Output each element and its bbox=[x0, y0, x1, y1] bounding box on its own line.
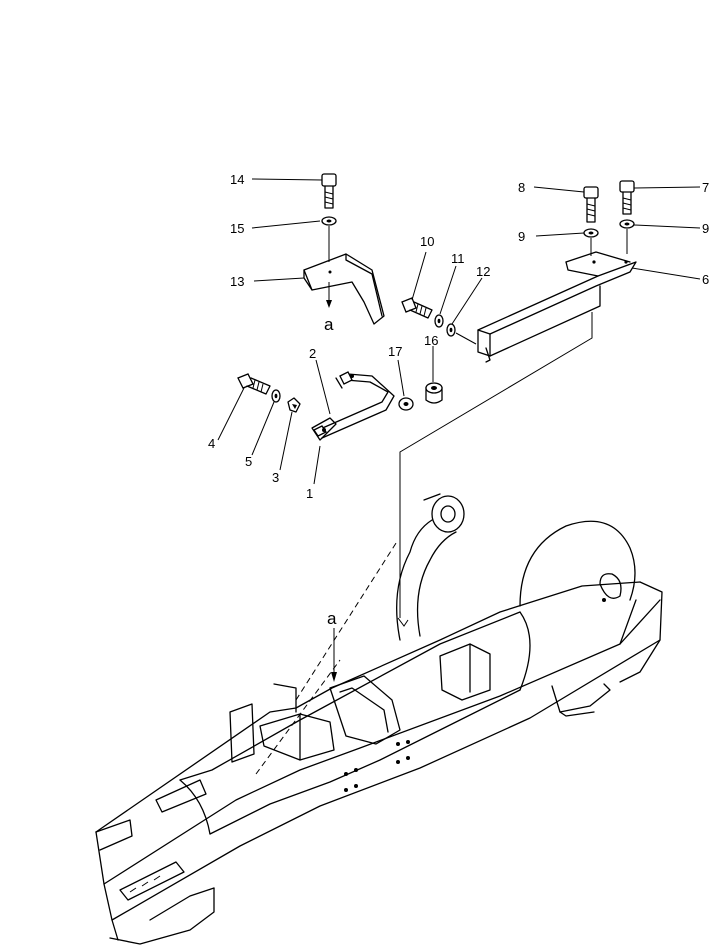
reference-a-top: a bbox=[324, 315, 334, 334]
callout-3: 3 bbox=[272, 470, 279, 485]
callout-14: 14 bbox=[230, 172, 244, 187]
callout-15: 15 bbox=[230, 221, 244, 236]
washer-15 bbox=[321, 216, 337, 226]
callout-4: 4 bbox=[208, 436, 215, 451]
washer-5 bbox=[271, 389, 281, 403]
callout-17: 17 bbox=[388, 344, 402, 359]
washer-9-right bbox=[619, 219, 635, 229]
bolt-8 bbox=[583, 186, 599, 223]
callout-6: 6 bbox=[702, 272, 709, 287]
callout-16: 16 bbox=[424, 333, 438, 348]
bolt-14 bbox=[321, 173, 337, 209]
bolt-10 bbox=[401, 297, 433, 319]
track-frame bbox=[95, 493, 663, 945]
leader-lines bbox=[217, 178, 701, 485]
clip-3 bbox=[287, 397, 301, 413]
callout-5: 5 bbox=[245, 454, 252, 469]
washer-9-left bbox=[583, 228, 599, 238]
bolt-7 bbox=[619, 180, 635, 215]
callout-13: 13 bbox=[230, 274, 244, 289]
callout-9-right: 9 bbox=[702, 221, 709, 236]
collar-16 bbox=[425, 382, 443, 404]
callout-2: 2 bbox=[309, 346, 316, 361]
reference-a-bottom: a bbox=[327, 609, 337, 628]
callout-7: 7 bbox=[702, 180, 709, 195]
callout-11: 11 bbox=[451, 251, 465, 266]
nut-17 bbox=[398, 397, 414, 411]
washer-12 bbox=[446, 323, 456, 337]
cover-13 bbox=[303, 253, 385, 325]
bracket-6 bbox=[477, 251, 637, 363]
callout-12: 12 bbox=[476, 264, 490, 279]
pipe-1 bbox=[311, 371, 395, 441]
callout-1: 1 bbox=[306, 486, 313, 501]
callout-10: 10 bbox=[420, 234, 434, 249]
bolt-4 bbox=[237, 373, 271, 395]
washer-11 bbox=[434, 314, 444, 328]
callout-8: 8 bbox=[518, 180, 525, 195]
callout-9-left: 9 bbox=[518, 229, 525, 244]
